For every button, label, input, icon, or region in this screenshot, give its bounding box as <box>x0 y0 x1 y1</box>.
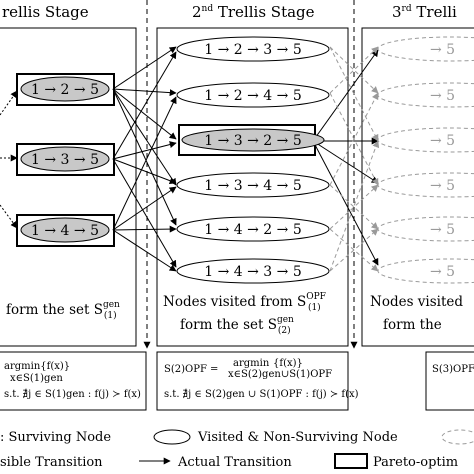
legend-visited: Visited & Non-Surviving Node <box>197 430 398 445</box>
stage3-box <box>361 27 474 347</box>
stage2-node-2: 1 → 2 → 4 → 5 <box>176 82 330 108</box>
legend-unvisited-symbol <box>441 429 474 445</box>
stage3-node-1 <box>377 36 474 62</box>
legend-pareto: Pareto-optim <box>373 455 458 470</box>
formula-box-3 <box>425 351 474 411</box>
stage2-node-3: 1 → 3 → 2 → 5 <box>178 124 325 156</box>
stage2-node-5: 1 → 4 → 2 → 5 <box>176 216 330 242</box>
stage2-caption-line2: form the set Sgen(2) <box>180 315 294 336</box>
stage2-node-4: 1 → 3 → 4 → 5 <box>176 172 330 198</box>
legend-pareto-symbol <box>334 453 368 469</box>
transitions-2-to-3-possible <box>329 46 380 272</box>
legend-surviving: : Surviving Node <box>0 430 111 445</box>
stage1-title: rellis Stage <box>2 3 89 21</box>
formula-1-line1: argmin{f(x)} <box>4 361 70 372</box>
incoming-arrow-3 <box>0 204 18 229</box>
stage1-node-2: 1 → 3 → 5 <box>16 143 115 176</box>
formula-1-line2: s.t. ∄j ∈ S(1)gen : f(j) ≻ f(x) <box>4 388 141 400</box>
stage3-node-5 <box>377 216 474 242</box>
svg-text:1 → 2 → 5: 1 → 2 → 5 <box>31 82 99 98</box>
stage2-title: 2nd Trellis Stage <box>192 3 315 21</box>
svg-text:1 → 4 → 3 → 5: 1 → 4 → 3 → 5 <box>204 264 302 280</box>
svg-text:→ 5: → 5 <box>430 222 455 238</box>
svg-text:1 → 3 → 4 → 5: 1 → 3 → 4 → 5 <box>204 178 302 194</box>
stage1-node-3: 1 → 4 → 5 <box>16 214 115 247</box>
stage1-caption: form the set Sgen(1) <box>6 300 120 321</box>
legend-actual: Actual Transition <box>177 455 292 470</box>
svg-text:1 → 2 → 3 → 5: 1 → 2 → 3 → 5 <box>204 42 302 58</box>
svg-text:1 → 3 → 5: 1 → 3 → 5 <box>31 152 99 168</box>
formula-box-2 <box>156 351 349 411</box>
svg-text:1 → 4 → 2 → 5: 1 → 4 → 2 → 5 <box>204 222 302 238</box>
svg-text:1 → 3 → 2 → 5: 1 → 3 → 2 → 5 <box>204 133 302 149</box>
stage2-node-1: 1 → 2 → 3 → 5 <box>176 36 330 62</box>
stage3-node-4 <box>377 172 474 198</box>
stage2-box <box>156 27 349 347</box>
stage3-node-3 <box>377 127 474 153</box>
stage3-caption-line2: form the <box>383 317 442 333</box>
svg-text:→ 5: → 5 <box>430 133 455 149</box>
formula-2-line2: s.t. ∄j ∈ S(2)gen ∪ S(1)OPF : f(j) ≻ f(x… <box>164 388 359 400</box>
svg-text:→ 5: → 5 <box>430 88 455 104</box>
svg-text:→ 5: → 5 <box>430 264 455 280</box>
legend: : Surviving Node Visited & Non-Surviving… <box>0 429 474 470</box>
formula-2-set: {f(x)} <box>273 358 303 369</box>
svg-text:1 → 2 → 4 → 5: 1 → 2 → 4 → 5 <box>204 88 302 104</box>
legend-visited-symbol <box>153 429 191 445</box>
svg-text:→ 5: → 5 <box>430 178 455 194</box>
formula-box-1 <box>0 351 147 411</box>
incoming-arrow-1 <box>0 90 18 116</box>
formula-2-under: x∈S(2)gen∪S(1)OPF <box>228 369 332 380</box>
formula-1-under: x∈S(1)gen <box>10 373 63 384</box>
legend-possible: sible Transition <box>0 455 103 470</box>
svg-text:→ 5: → 5 <box>430 42 455 58</box>
svg-text:1 → 4 → 5: 1 → 4 → 5 <box>31 223 99 239</box>
stage1-box <box>0 27 137 347</box>
transitions-1-to-2 <box>112 46 177 272</box>
stage3-node-6 <box>377 258 474 284</box>
formula-2-argmin: argmin <box>233 358 270 369</box>
stage1-node-1: 1 → 2 → 5 <box>16 73 115 106</box>
stage2-caption-line1: Nodes visited from SOPF(1) <box>163 292 326 313</box>
stage3-node-2 <box>377 82 474 108</box>
stage3-title: 3rd Trelli <box>392 3 457 21</box>
stage3-caption-line1: Nodes visited <box>370 294 463 310</box>
formula-3-lhs: S(3)OPF = <box>432 364 474 375</box>
stage2-node-6: 1 → 4 → 3 → 5 <box>176 258 330 284</box>
formula-2-lhs: S(2)OPF = <box>164 364 218 375</box>
stage3-nodes: → 5 → 5 → 5 → 5 → 5 → 5 <box>377 36 474 284</box>
